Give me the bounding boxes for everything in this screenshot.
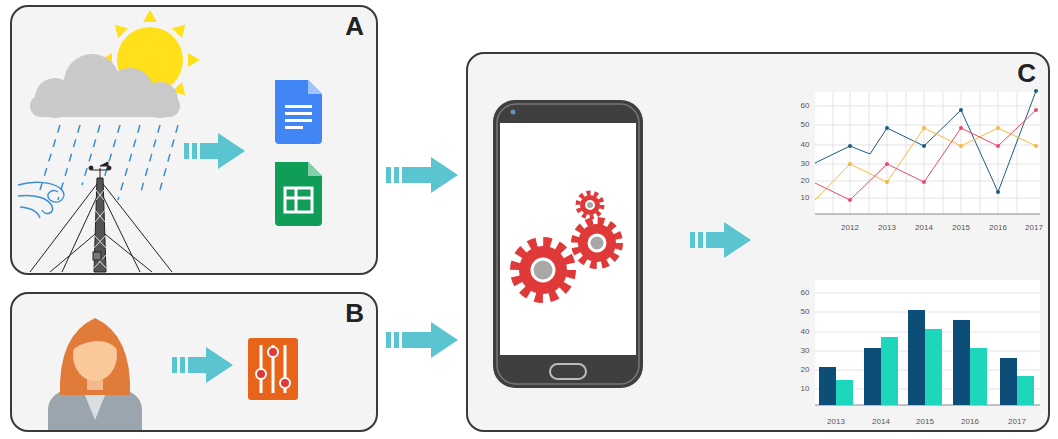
gears xyxy=(515,193,619,298)
flow-arrow xyxy=(690,222,751,258)
axis-tick-label: 2013 xyxy=(878,224,896,232)
axis-tick-label: 10 xyxy=(801,194,810,202)
panel: A xyxy=(10,5,378,275)
axis-tick-label: 2015 xyxy=(952,224,970,232)
axis-tick-label: 2016 xyxy=(961,418,979,426)
flow-arrow xyxy=(386,157,458,193)
axis-tick-label: 2017 xyxy=(1008,418,1026,426)
settings-sliders-icon xyxy=(248,338,298,400)
axis-tick-label: 50 xyxy=(801,308,810,316)
axis-tick-label: 10 xyxy=(801,385,810,393)
bar-chart xyxy=(815,280,1040,405)
line-chart xyxy=(815,89,1040,214)
person xyxy=(48,318,142,432)
panel-letter: B xyxy=(345,300,364,326)
axis-tick-label: 60 xyxy=(801,289,810,297)
axis-tick-label: 40 xyxy=(801,328,810,336)
axis-tick-label: 2012 xyxy=(841,224,859,232)
cloud xyxy=(30,54,180,118)
axis-tick-label: 2015 xyxy=(916,418,934,426)
axis-tick-label: 30 xyxy=(801,160,810,168)
axis-tick-label: 40 xyxy=(801,141,810,149)
axis-tick-label: 2016 xyxy=(989,224,1007,232)
panel-letter: C xyxy=(1017,60,1036,86)
axis-tick-label: 60 xyxy=(801,102,810,110)
rain xyxy=(40,125,178,205)
wind xyxy=(18,182,64,218)
panel-letter: A xyxy=(345,13,364,39)
axis-tick-label: 30 xyxy=(801,347,810,355)
axis-tick-label: 20 xyxy=(801,177,810,185)
axis-tick-label: 2017 xyxy=(1025,224,1043,232)
axis-tick-label: 2014 xyxy=(915,224,933,232)
spreadsheet-icon xyxy=(275,162,322,226)
panel: C xyxy=(466,52,1050,432)
weather-mast xyxy=(30,162,172,272)
panel: B xyxy=(10,292,378,432)
axis-tick-label: 2014 xyxy=(872,418,890,426)
flow-arrow xyxy=(172,347,233,383)
axis-tick-label: 2013 xyxy=(827,418,845,426)
document-icon xyxy=(275,80,322,144)
axis-tick-label: 50 xyxy=(801,121,810,129)
smartphone xyxy=(493,100,643,388)
axis-tick-label: 20 xyxy=(801,366,810,374)
flow-arrow xyxy=(184,133,245,169)
flow-arrow xyxy=(386,322,458,358)
